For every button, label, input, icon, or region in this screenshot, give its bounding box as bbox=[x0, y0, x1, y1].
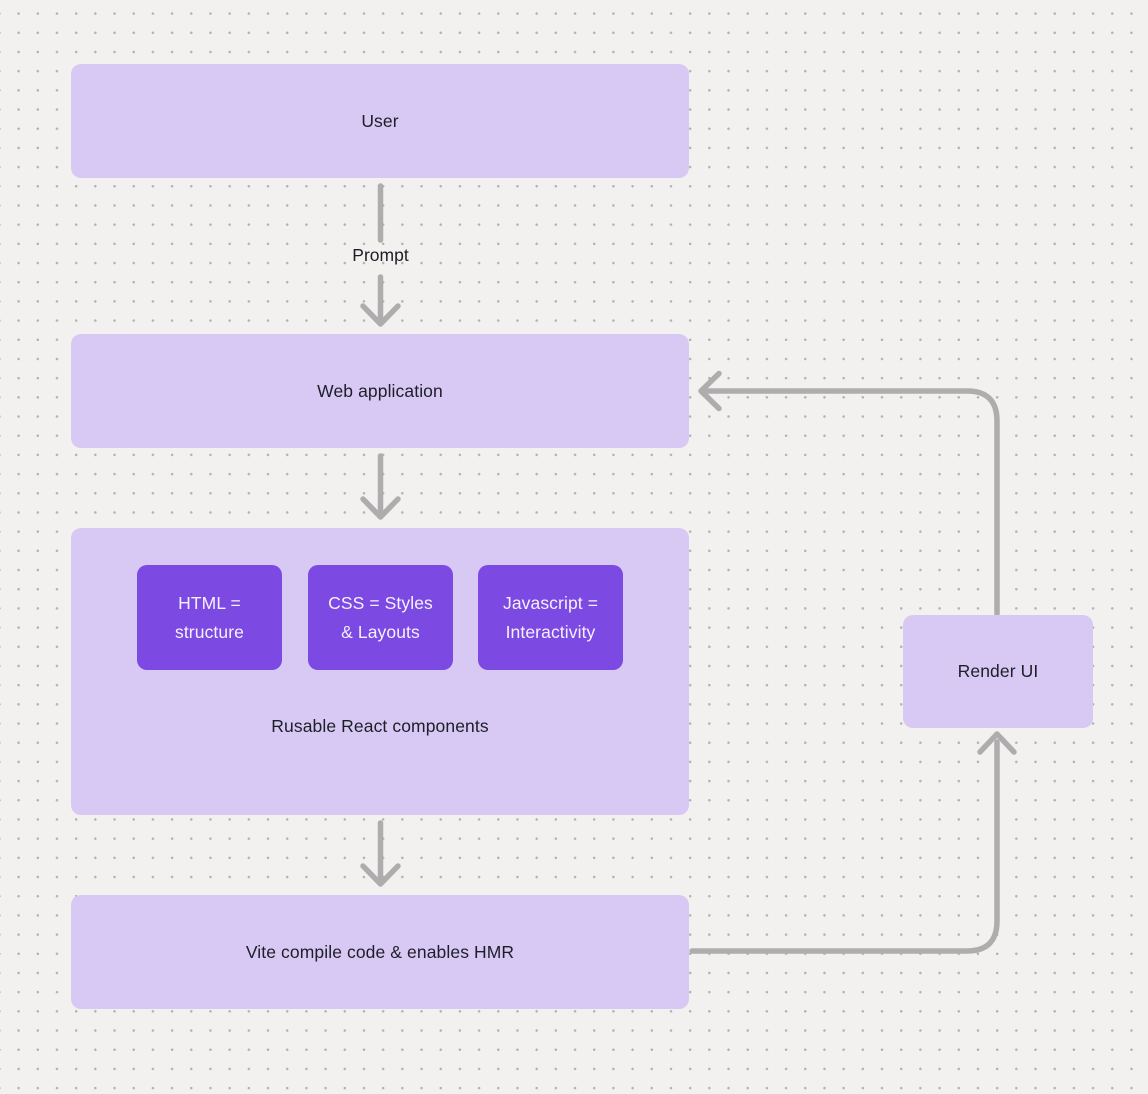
pill-javascript-label: Javascript = Interactivity bbox=[502, 592, 599, 642]
node-vite[interactable]: Vite compile code & enables HMR bbox=[71, 895, 689, 1009]
arrow-renderui-to-webapp[interactable] bbox=[698, 370, 1000, 617]
node-web-application[interactable]: Web application bbox=[71, 334, 689, 448]
node-user[interactable]: User bbox=[71, 64, 689, 178]
pill-css-label: CSS = Styles & Layouts bbox=[328, 592, 433, 642]
node-render-ui[interactable]: Render UI bbox=[903, 615, 1093, 728]
node-render-ui-label: Render UI bbox=[957, 661, 1039, 681]
node-vite-label: Vite compile code & enables HMR bbox=[245, 941, 515, 962]
node-web-application-label: Web application bbox=[317, 380, 443, 401]
components-group-caption: Rusable React components bbox=[271, 716, 489, 736]
pill-html[interactable]: HTML = structure bbox=[137, 565, 282, 670]
arrow-components-to-vite[interactable] bbox=[360, 820, 401, 887]
arrow-vite-to-renderui[interactable] bbox=[689, 731, 1017, 954]
pill-css[interactable]: CSS = Styles & Layouts bbox=[308, 565, 453, 670]
pill-html-label: HTML = structure bbox=[175, 592, 244, 642]
node-user-label: User bbox=[361, 110, 399, 131]
arrow-webapp-to-components[interactable] bbox=[360, 453, 401, 520]
node-components-group[interactable]: HTML = structure CSS = Styles & Layouts … bbox=[71, 528, 689, 815]
edge-label-prompt: Prompt bbox=[352, 245, 409, 265]
pill-javascript[interactable]: Javascript = Interactivity bbox=[478, 565, 623, 670]
